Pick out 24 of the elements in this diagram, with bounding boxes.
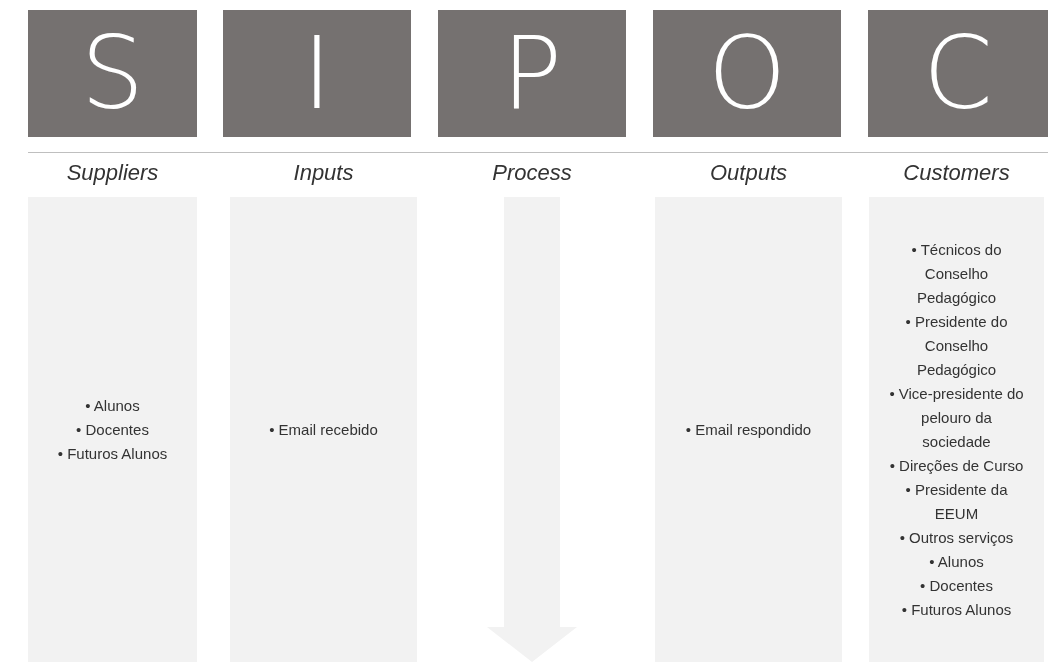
letter-tile: S — [28, 10, 197, 137]
list-item: • Alunos — [928, 551, 985, 572]
column-heading: Suppliers — [66, 159, 159, 187]
list-item: • Docentes — [919, 575, 994, 596]
column-heading: Inputs — [293, 159, 354, 187]
list-item: • Docentes — [75, 419, 150, 440]
column-heading: Outputs — [709, 159, 787, 187]
column-heading: Customers — [903, 159, 1010, 187]
letter-tile: I — [223, 10, 411, 137]
list-item: • Email recebido — [269, 419, 378, 440]
letter-tile: O — [653, 10, 841, 137]
column-heading: Process — [492, 159, 572, 187]
list-item: • Futuros Alunos — [57, 443, 168, 464]
list-item: • Presidente do Conselho Pedagógico — [904, 311, 1009, 380]
list-item: • Técnicos do Conselho Pedagógico — [910, 239, 1003, 308]
list-item: • Futuros Alunos — [900, 599, 1013, 620]
list-item: • Email respondido — [685, 419, 812, 440]
list-item: • Alunos — [84, 395, 141, 416]
list-item: • Vice-presidente do pelouro da sociedade — [888, 383, 1025, 452]
letter-tile: P — [438, 10, 626, 137]
list-item: • Outros serviços — [898, 527, 1015, 548]
list-item: • Presidente da EEUM — [904, 479, 1009, 524]
letter-tile: C — [868, 10, 1048, 137]
list-item: • Direções de Curso — [888, 455, 1025, 476]
